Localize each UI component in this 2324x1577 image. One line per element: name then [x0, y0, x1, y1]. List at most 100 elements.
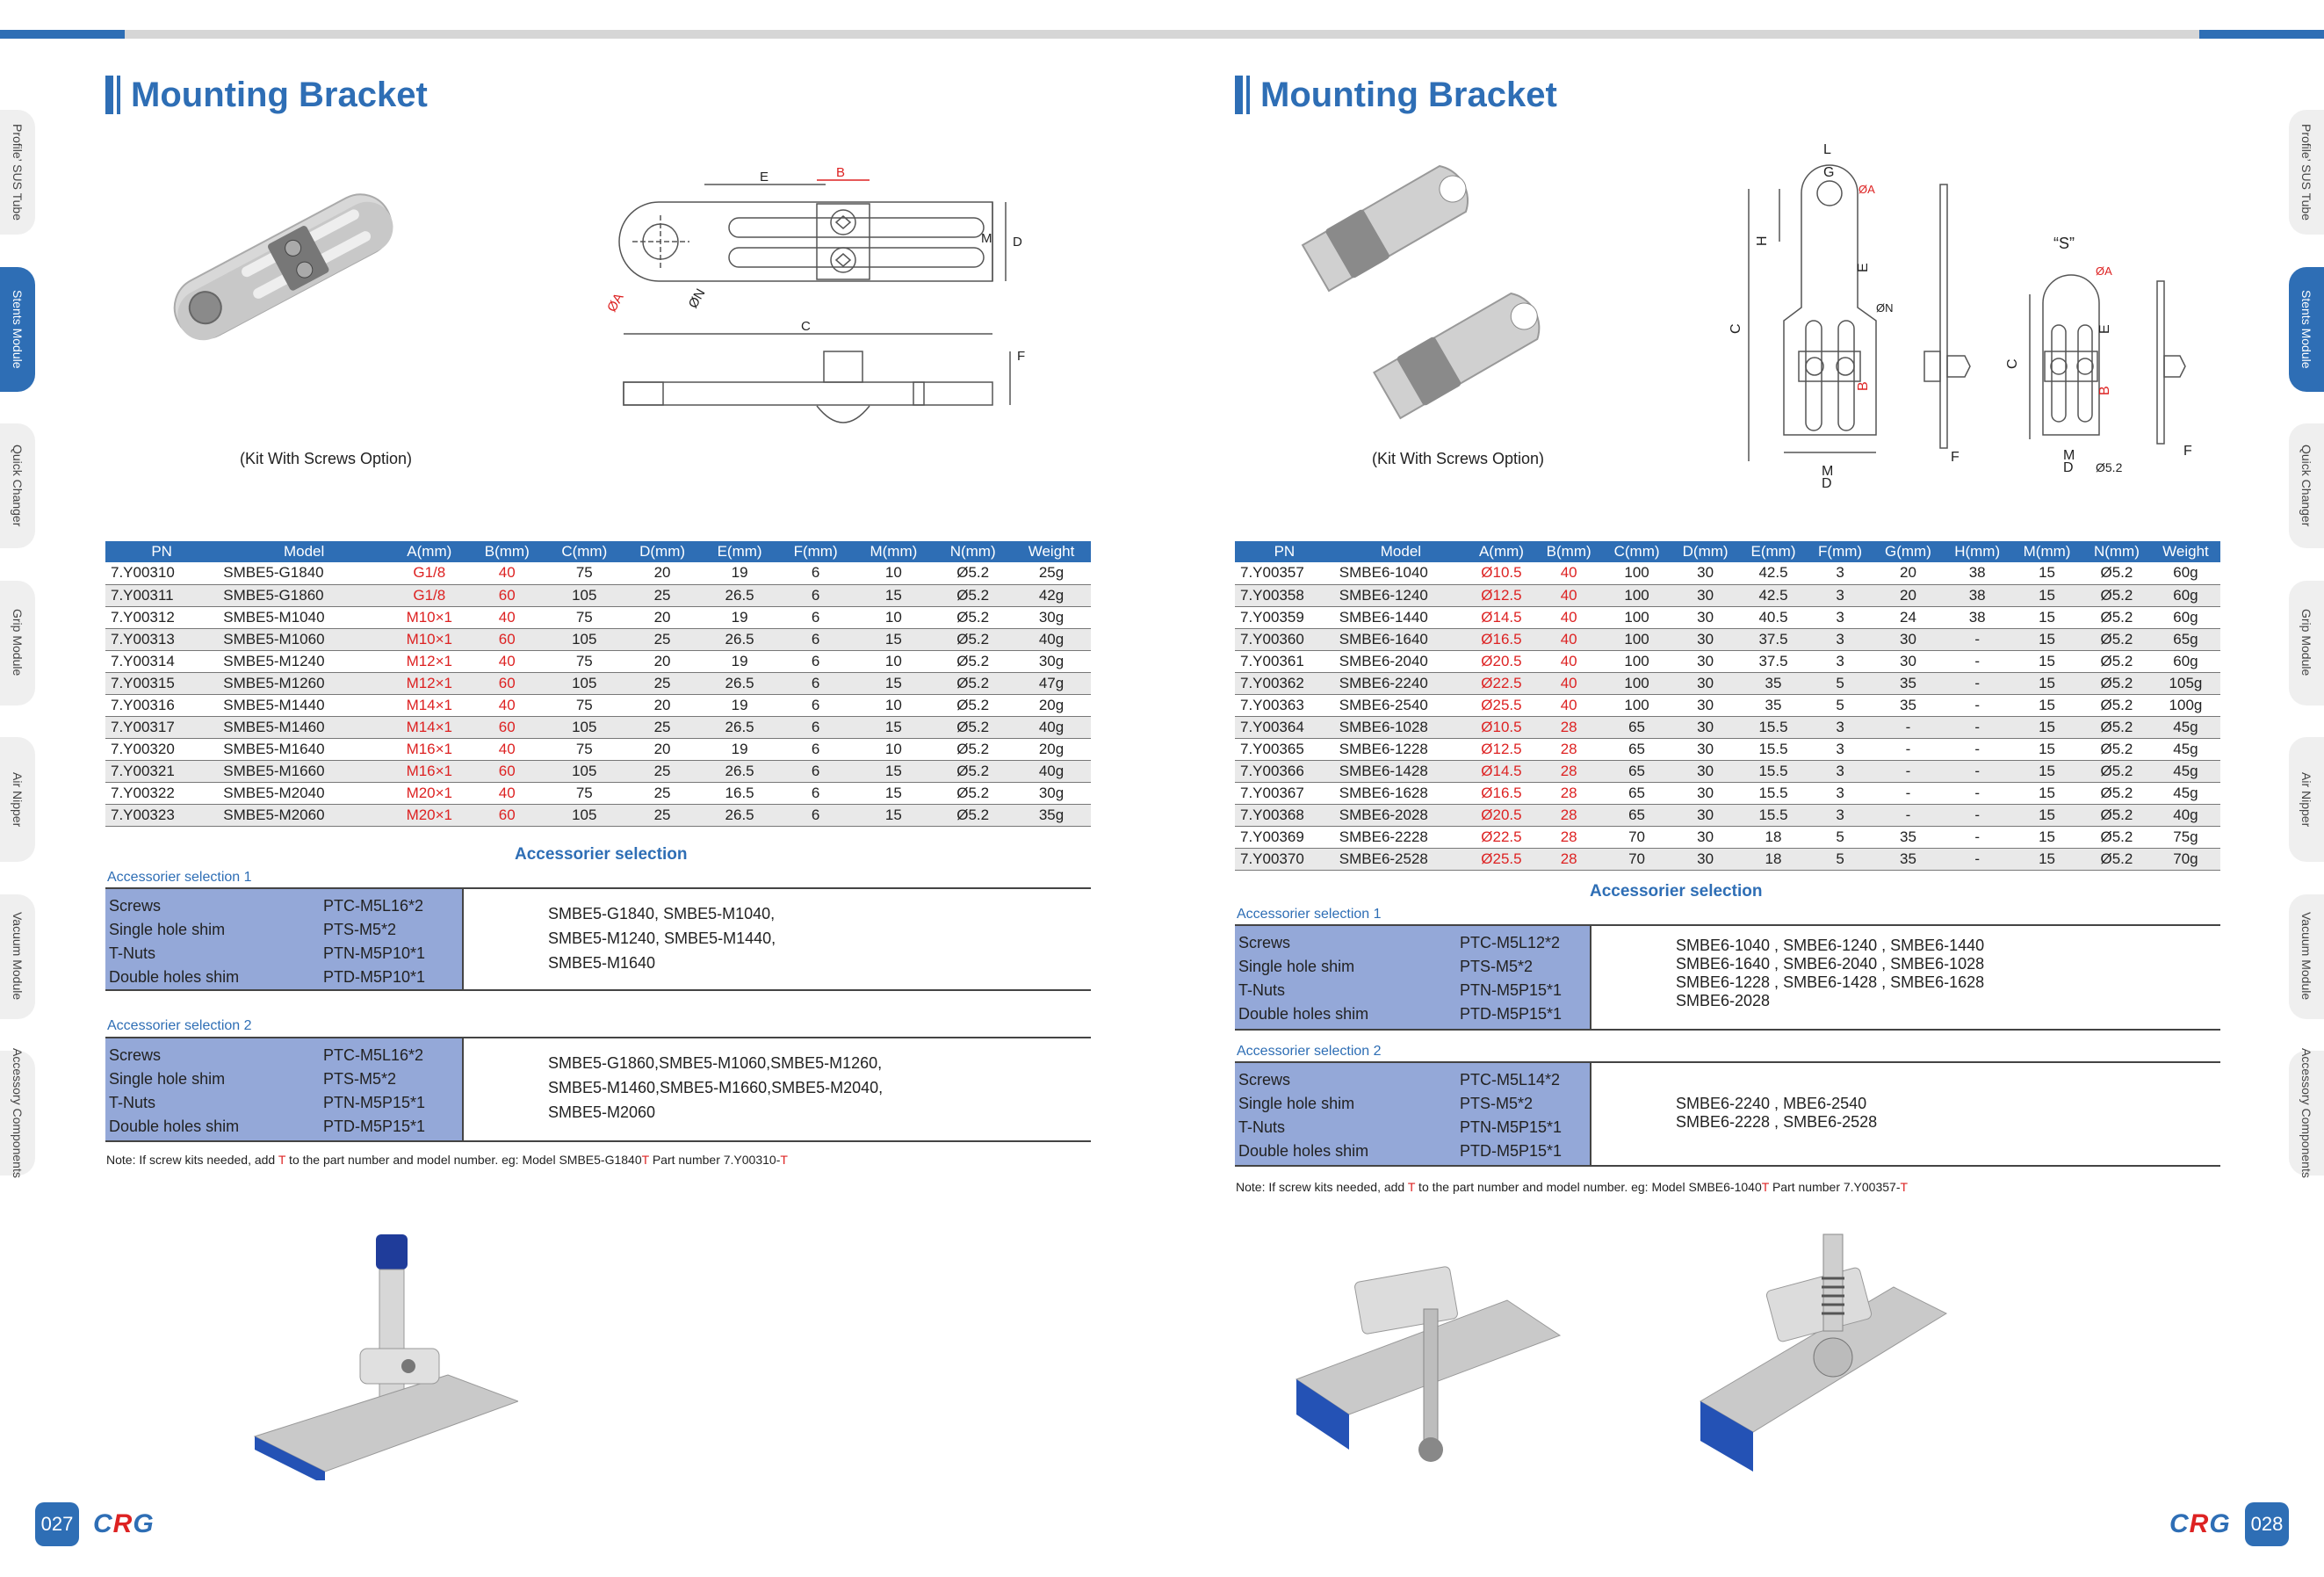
table-cell: 65 [1602, 760, 1671, 783]
table-cell: 7.Y00368 [1235, 804, 1334, 827]
table-cell: Ø5.2 [2082, 716, 2151, 739]
tab-air-nipper[interactable]: Air Nipper [0, 737, 35, 862]
table-cell: Ø5.2 [2082, 694, 2151, 717]
table-cell: 30g [1012, 782, 1091, 805]
table-cell: 40g [1012, 760, 1091, 783]
table-cell: 25 [623, 804, 702, 827]
table-cell: 25 [623, 782, 702, 805]
table-cell: Ø5.2 [934, 716, 1013, 739]
tab-vacuum-module[interactable]: Vacuum Module [2289, 893, 2324, 1019]
table-cell: 6 [777, 672, 854, 695]
table-cell: 20 [623, 606, 702, 629]
tab-profile-sus-tube[interactable]: Profile’ SUS Tube [2289, 110, 2324, 235]
table-cell: 6 [777, 606, 854, 629]
table-cell: 15 [853, 804, 935, 827]
table-cell: 100 [1602, 584, 1671, 607]
model-line: SMBE6-1040 , SMBE6-1240 , SMBE6-1440 [1676, 937, 1985, 954]
table-cell: Ø22.5 [1468, 672, 1535, 695]
page-title: Mounting Bracket [105, 76, 428, 114]
table-cell: 35 [1873, 848, 1944, 871]
accessory-part-number: PTN-M5P10*1 [323, 944, 426, 962]
tab-grip-module[interactable]: Grip Module [2289, 580, 2324, 705]
table-cell: SMBE5-M2040 [218, 782, 390, 805]
table-cell: SMBE6-1628 [1333, 782, 1469, 805]
svg-text:D: D [1013, 235, 1022, 250]
table-cell: 7.Y00367 [1235, 782, 1334, 805]
tab-stents-module[interactable]: Stents Module [2289, 266, 2324, 392]
table-cell: 40g [1012, 716, 1091, 739]
table-cell: 15 [2011, 738, 2082, 761]
table-cell: - [1943, 826, 2012, 849]
table-cell: 7.Y00360 [1235, 628, 1334, 651]
application-photo-1 [1295, 1266, 1562, 1462]
table-cell: SMBE6-2540 [1333, 694, 1469, 717]
table-cell: 30 [1671, 804, 1740, 827]
table-cell: 30 [1671, 628, 1740, 651]
table-cell: Ø5.2 [2082, 848, 2151, 871]
tab-vacuum-module[interactable]: Vacuum Module [0, 893, 35, 1019]
table-cell: 40g [1012, 628, 1091, 651]
tab-air-nipper[interactable]: Air Nipper [2289, 737, 2324, 862]
table-cell: 3 [1807, 650, 1873, 673]
accessory-part-number: PTD-M5P15*1 [1460, 1005, 1563, 1023]
table-cell: 75 [545, 782, 624, 805]
table-cell: 7.Y00369 [1235, 826, 1334, 849]
table-cell: 47g [1012, 672, 1091, 695]
tab-profile-sus-tube[interactable]: Profile’ SUS Tube [0, 110, 35, 235]
accessory-part-number: PTC-M5L16*2 [323, 1046, 424, 1064]
table-cell: Ø20.5 [1468, 804, 1535, 827]
svg-text:ØN: ØN [686, 286, 709, 311]
table-cell: 15 [2011, 672, 2082, 695]
table-cell: 65g [2150, 628, 2220, 651]
model-line: SMBE5-G1840, SMBE5-M1040, [548, 905, 776, 922]
table-cell: 25g [1012, 562, 1091, 585]
table-cell: 15 [2011, 848, 2082, 871]
table-cell: 6 [777, 584, 854, 607]
accessory-item-name: Double holes shim [1238, 1005, 1369, 1023]
table-cell: 15.5 [1739, 738, 1808, 761]
table-cell: 7.Y00366 [1235, 760, 1334, 783]
table-cell: - [1943, 782, 2012, 805]
table-cell: 45g [2150, 738, 2220, 761]
accessory-part-number: PTD-M5P15*1 [1460, 1142, 1563, 1160]
table-cell: 40 [468, 782, 545, 805]
table-cell: Ø5.2 [2082, 826, 2151, 849]
svg-text:C: C [1729, 323, 1743, 334]
accessory-item-name: Single hole shim [109, 921, 226, 938]
table-cell: 26.5 [701, 628, 778, 651]
tab-stents-module[interactable]: Stents Module [0, 266, 35, 392]
tab-quick-changer[interactable]: Quick Changer [0, 423, 35, 548]
application-photo-2 [1700, 1233, 1948, 1472]
accessory-label-2: Accessorier selection 2 [1237, 1044, 1382, 1059]
tab-accessory-components[interactable]: Accessory Components [2289, 1048, 2324, 1178]
table-cell: Ø10.5 [1468, 562, 1535, 585]
accessory-item-name: T-Nuts [1238, 981, 1286, 999]
tab-accessory-components[interactable]: Accessory Components [0, 1048, 35, 1178]
svg-text:M: M [2063, 448, 2075, 463]
tab-quick-changer[interactable]: Quick Changer [2289, 423, 2324, 548]
table-cell: 15.5 [1739, 716, 1808, 739]
table-cell: 15 [2011, 782, 2082, 805]
tab-grip-module[interactable]: Grip Module [0, 580, 35, 705]
table-cell: SMBE5-M1040 [218, 606, 390, 629]
model-line: SMBE5-M1460,SMBE5-M1660,SMBE5-M2040, [548, 1079, 884, 1096]
svg-text:ØA: ØA [2096, 264, 2112, 278]
table-cell: Ø16.5 [1468, 628, 1535, 651]
column-header: C(mm) [545, 541, 624, 562]
table-cell: 30g [1012, 606, 1091, 629]
table-cell: 45g [2150, 782, 2220, 805]
